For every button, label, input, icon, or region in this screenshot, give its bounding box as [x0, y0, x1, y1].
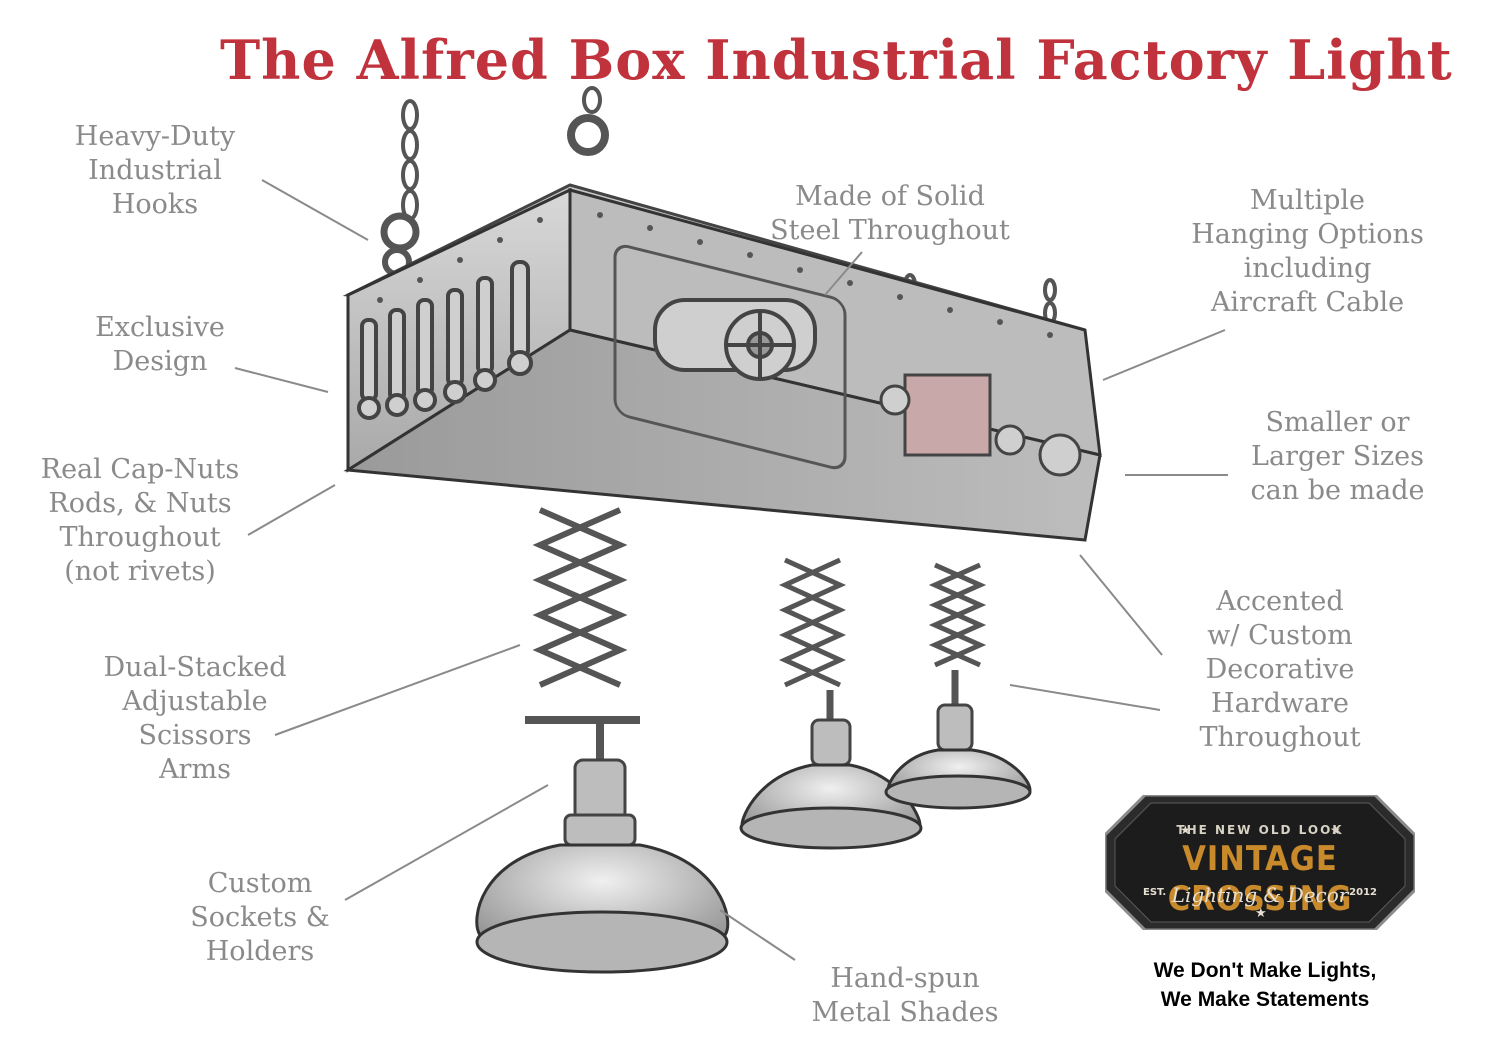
- callout-line: Exclusive: [95, 312, 225, 343]
- vintage-crossing-logo: ★ ★ ★ THE NEW OLD LOOK VINTAGE CROSSING …: [1103, 793, 1417, 932]
- callout-line: Steel Throughout: [770, 215, 1010, 246]
- svg-text:★: ★: [1255, 906, 1267, 921]
- callout-sockets: Custom Sockets & Holders: [165, 867, 355, 969]
- scissor-arm-center: [778, 557, 847, 720]
- callout-sizes: Smaller or Larger Sizes can be made: [1225, 406, 1450, 508]
- logo-subtitle: Lighting & Decor: [1171, 883, 1349, 907]
- callout-steel: Made of Solid Steel Throughout: [740, 180, 1040, 248]
- callout-line: Holders: [205, 936, 315, 967]
- scissor-arm-left: [525, 507, 640, 760]
- callout-line: Heavy-Duty: [74, 121, 236, 152]
- callout-line: Throughout: [1199, 722, 1361, 753]
- slogan-line: We Make Statements: [1160, 988, 1370, 1011]
- callout-shades: Hand-spun Metal Shades: [780, 962, 1030, 1030]
- callout-line: Real Cap-Nuts: [40, 454, 240, 485]
- logo-year: 2012: [1349, 887, 1377, 898]
- callout-line: Metal Shades: [811, 997, 999, 1028]
- logo-brand: VINTAGE CROSSING: [1167, 839, 1353, 919]
- rivets: [377, 212, 1053, 338]
- sockets: [563, 703, 974, 847]
- callout-line: Dual-Stacked: [103, 652, 287, 683]
- callout-line: Sockets &: [190, 902, 330, 933]
- logo-badge-icon: ★ ★ ★: [1103, 793, 1417, 932]
- logo-tagline: THE NEW OLD LOOK: [1176, 823, 1344, 837]
- valve-wheel: [653, 298, 817, 381]
- svg-text:★: ★: [1180, 823, 1191, 837]
- callout-line: w/ Custom: [1207, 620, 1353, 651]
- logo-est: EST.: [1143, 887, 1167, 898]
- callout-line: Hand-spun: [830, 963, 980, 994]
- page-title: The Alfred Box Industrial Factory Light: [220, 28, 1453, 92]
- callout-line: including: [1243, 253, 1372, 284]
- callout-line: Multiple: [1249, 185, 1366, 216]
- callout-line: Decorative: [1205, 654, 1355, 685]
- callout-line: Arms: [159, 754, 231, 785]
- callout-line: Accented: [1216, 586, 1344, 617]
- callout-line: Aircraft Cable: [1210, 287, 1405, 318]
- callout-line: can be made: [1250, 475, 1425, 506]
- callout-scissors: Dual-Stacked Adjustable Scissors Arms: [80, 651, 310, 787]
- chain-left: [380, 99, 420, 277]
- slogan: We Don't Make Lights, We Make Statements: [1110, 956, 1420, 1014]
- callout-line: Adjustable: [122, 686, 268, 717]
- callout-line: Smaller or: [1265, 407, 1410, 438]
- callout-line: Custom: [207, 868, 313, 899]
- callout-line: Hardware: [1211, 688, 1349, 719]
- end-rods: [357, 260, 533, 420]
- slogan-line: We Don't Make Lights,: [1153, 959, 1377, 982]
- svg-text:★: ★: [1330, 823, 1341, 837]
- callout-line: Rods, & Nuts: [48, 488, 232, 519]
- callout-line: Hooks: [111, 189, 199, 220]
- callout-line: Larger Sizes: [1251, 441, 1424, 472]
- callout-line: Throughout: [59, 522, 221, 553]
- scissor-arm-right: [928, 562, 987, 705]
- callout-line: Design: [112, 346, 208, 377]
- callout-capnuts: Real Cap-Nuts Rods, & Nuts Throughout (n…: [15, 453, 265, 589]
- callout-hooks: Heavy-Duty Industrial Hooks: [55, 120, 255, 222]
- callout-line: Industrial: [88, 155, 222, 186]
- callout-hardware: Accented w/ Custom Decorative Hardware T…: [1170, 585, 1390, 755]
- nameplate: [879, 373, 1082, 477]
- callout-line: Hanging Options: [1191, 219, 1424, 250]
- shades: [475, 748, 1032, 974]
- callout-design: Exclusive Design: [65, 311, 255, 379]
- front-panel-1: [613, 244, 847, 470]
- callout-line: (not rivets): [64, 556, 216, 587]
- callout-line: Made of Solid: [795, 181, 985, 212]
- callout-hanging: Multiple Hanging Options including Aircr…: [1165, 184, 1450, 320]
- callout-lines: [234, 179, 1228, 961]
- callout-line: Scissors: [138, 720, 252, 751]
